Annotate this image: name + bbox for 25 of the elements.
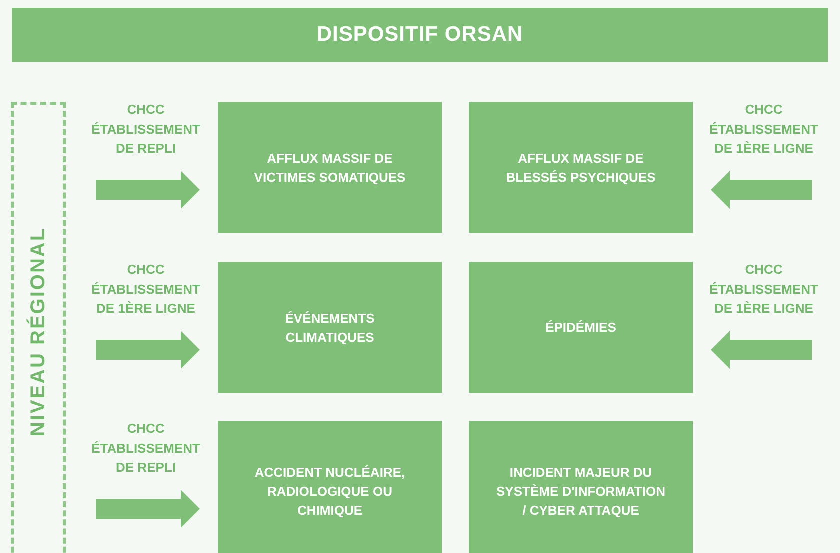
block-arrow bbox=[711, 331, 812, 369]
establishment-label: CHCC ÉTABLISSEMENT DE REPLI bbox=[90, 101, 202, 158]
scenario-label: ACCIDENT NUCLÉAIRE, RADIOLOGIQUE OU CHIMIQUE bbox=[254, 464, 406, 520]
block-arrow bbox=[96, 331, 200, 369]
scenario-label: AFFLUX MASSIF DE VICTIMES SOMATIQUES bbox=[253, 150, 407, 186]
title-banner: DISPOSITIF ORSAN bbox=[12, 8, 828, 62]
scenario-box bbox=[218, 262, 442, 393]
establishment-label: CHCC ÉTABLISSEMENT DE 1ÈRE LIGNE bbox=[708, 101, 820, 158]
scenario-box bbox=[469, 262, 693, 393]
scenario-label: AFFLUX MASSIF DE BLESSÉS PSYCHIQUES bbox=[505, 150, 657, 186]
establishment-label: CHCC ÉTABLISSEMENT DE 1ÈRE LIGNE bbox=[708, 261, 820, 318]
scenario-label: ÉPIDÉMIES bbox=[544, 319, 618, 337]
establishment-label: CHCC ÉTABLISSEMENT DE REPLI bbox=[90, 420, 202, 477]
scenario-label: INCIDENT MAJEUR DU SYSTÈME D'INFORMATION / CYBER ATTAQUE bbox=[496, 464, 666, 520]
scenario-box bbox=[218, 102, 442, 233]
block-arrow bbox=[711, 171, 812, 209]
establishment-label: CHCC ÉTABLISSEMENT DE 1ÈRE LIGNE bbox=[90, 261, 202, 318]
block-arrow bbox=[96, 171, 200, 209]
scenario-box bbox=[469, 102, 693, 233]
dashed-region-frame bbox=[11, 102, 66, 553]
region-label: NIVEAU RÉGIONAL bbox=[27, 227, 50, 437]
block-arrow bbox=[96, 490, 200, 528]
scenario-box bbox=[469, 421, 693, 553]
scenario-box bbox=[218, 421, 442, 553]
scenario-label: ÉVÉNEMENTS CLIMATIQUES bbox=[284, 310, 376, 346]
